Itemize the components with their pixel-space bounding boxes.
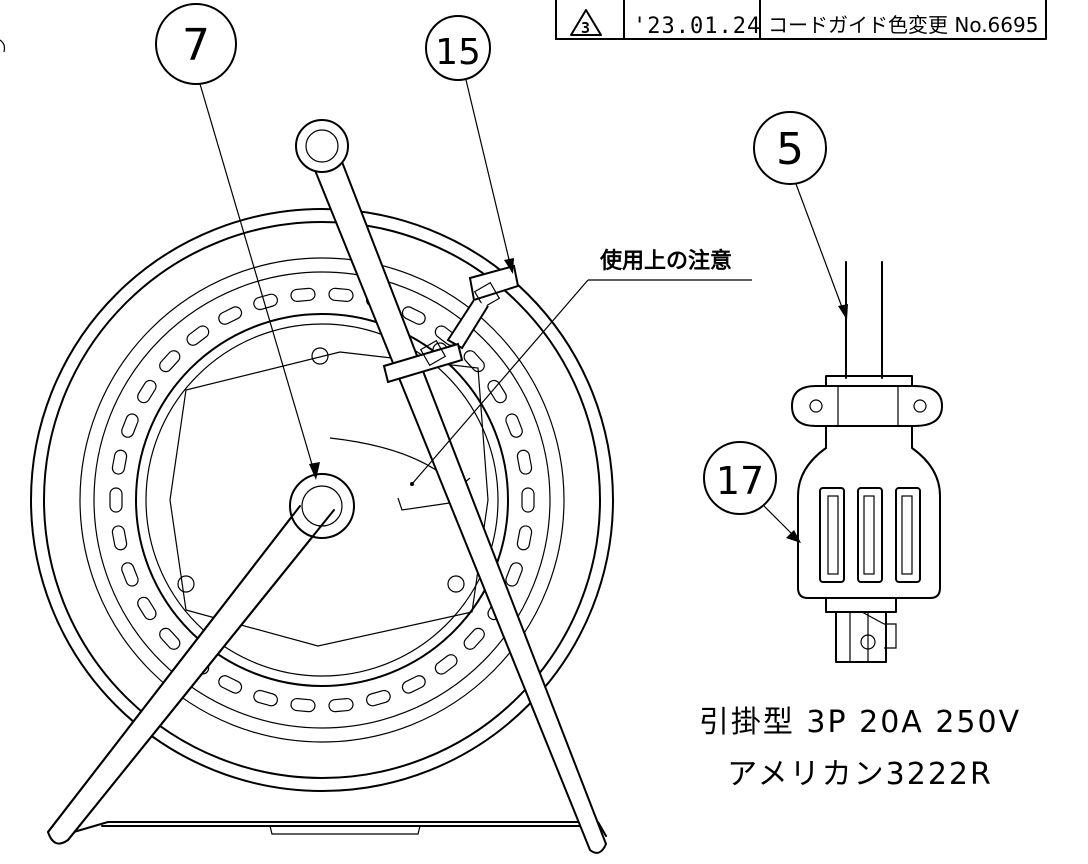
vent-slot [111, 449, 128, 475]
vent-slot [328, 287, 354, 303]
revision-mark: 3 [570, 9, 602, 37]
vent-slot [290, 697, 316, 713]
hub-plate [169, 351, 489, 647]
reel-outer-rim-inner [43, 221, 601, 779]
stand-base [59, 821, 607, 837]
callout-5-label: 5 [776, 124, 804, 175]
vent-slot [401, 306, 426, 325]
callout-15-label: 15 [435, 32, 481, 73]
reel-drum-inner [145, 323, 499, 677]
vent-slot [516, 525, 533, 551]
vent-slot [290, 287, 316, 303]
callout-5-leader [795, 183, 847, 319]
callout-15-leader [465, 79, 513, 273]
caution-callout: 使用上の注意 [410, 248, 752, 486]
plug-blade-housing [835, 611, 887, 663]
caution-leader [411, 279, 589, 485]
vent-slot [111, 525, 128, 551]
screw-hole-top [311, 347, 329, 365]
reel-slot-ring-inner [93, 271, 551, 729]
revision-mark-number: 3 [581, 19, 591, 37]
callout-5: 5 [753, 111, 848, 320]
plug-clamp [791, 385, 943, 427]
callout-7-label: 7 [182, 20, 210, 71]
callout-7: 7 [155, 3, 320, 480]
callout-17: 17 [703, 441, 801, 543]
hub-plate-edge-lower [397, 497, 471, 511]
vent-slot [121, 413, 139, 438]
vent-slot [253, 293, 278, 311]
vent-slot [109, 487, 123, 513]
screw-hole-right [447, 575, 465, 593]
vent-slot [463, 627, 485, 650]
vent-slot [121, 562, 139, 587]
vent-slot [159, 350, 181, 373]
vent-slot [505, 413, 523, 438]
vent-slot [463, 350, 485, 373]
vent-slot [328, 697, 354, 713]
vent-slot [434, 654, 458, 675]
caution-label: 使用上の注意 [599, 248, 732, 274]
cord-reel [30, 119, 614, 854]
plug-spec-line2: アメリカン3222R [727, 757, 993, 792]
plug-pin [860, 634, 876, 650]
revision-date: '23.01.24 [633, 14, 761, 39]
frame-top-knob-inner [305, 129, 339, 163]
vent-slot [487, 379, 507, 404]
revision-description: コードガイド色変更 No.6695 [768, 13, 1038, 37]
vent-slot [137, 379, 157, 404]
plug-latch [884, 623, 897, 649]
reel-vent-slots [109, 287, 535, 713]
reel-drum-outer [135, 313, 509, 687]
vent-slot [137, 596, 157, 621]
reel-slot-ring-outer [79, 257, 565, 743]
vent-slot [505, 562, 523, 587]
plug-assembly [791, 261, 943, 663]
vent-slot [218, 306, 243, 325]
reel-outer-rim [30, 208, 614, 792]
vent-slot [366, 689, 391, 707]
frame-top-knob [295, 119, 349, 173]
vent-slot [253, 689, 278, 707]
callout-15: 15 [425, 15, 514, 274]
vent-slot [186, 325, 210, 346]
revision-table: 3 '23.01.24 コードガイド色変更 No.6695 [555, 0, 1047, 40]
vent-slot [521, 487, 535, 513]
frame-leg-left [46, 492, 336, 845]
cable-tie-lower [382, 339, 464, 384]
vent-slot [159, 627, 181, 650]
vent-slot [401, 675, 426, 694]
vent-slot [516, 449, 533, 475]
reel-hub-knob [289, 473, 355, 539]
callout-7-leader [199, 83, 317, 479]
edge-mark [0, 39, 6, 53]
screw-hole-left [177, 575, 195, 593]
plug-spec-line1: 引掛型 3P 20A 250V [699, 705, 1021, 740]
vent-slot [218, 675, 243, 694]
callout-17-label: 17 [716, 459, 764, 503]
stand-base-notch [269, 825, 421, 835]
cable-tie-upper [446, 264, 520, 350]
